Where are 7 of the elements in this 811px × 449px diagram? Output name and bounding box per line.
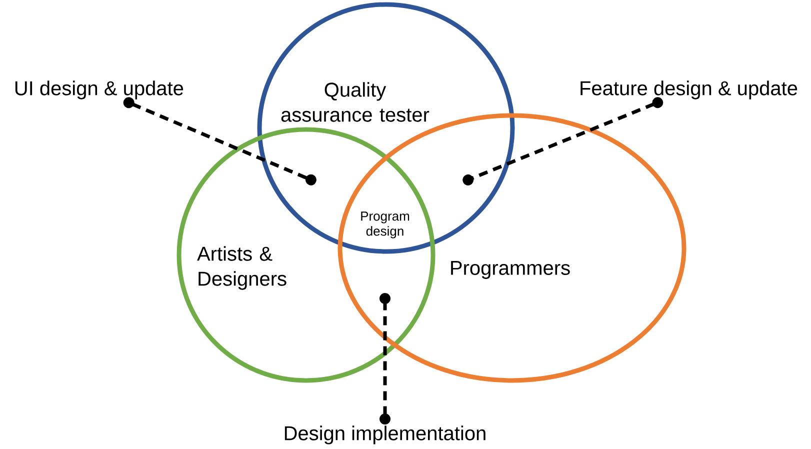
leader-line: [380, 292, 390, 424]
callout-text: UI design & update: [15, 80, 184, 100]
region-label: Program design: [361, 212, 410, 238]
leader-line: [123, 97, 316, 186]
leader-line: [462, 97, 664, 186]
callout-text: Feature design & update: [580, 80, 798, 100]
callout-text: Design implementation: [284, 426, 486, 444]
